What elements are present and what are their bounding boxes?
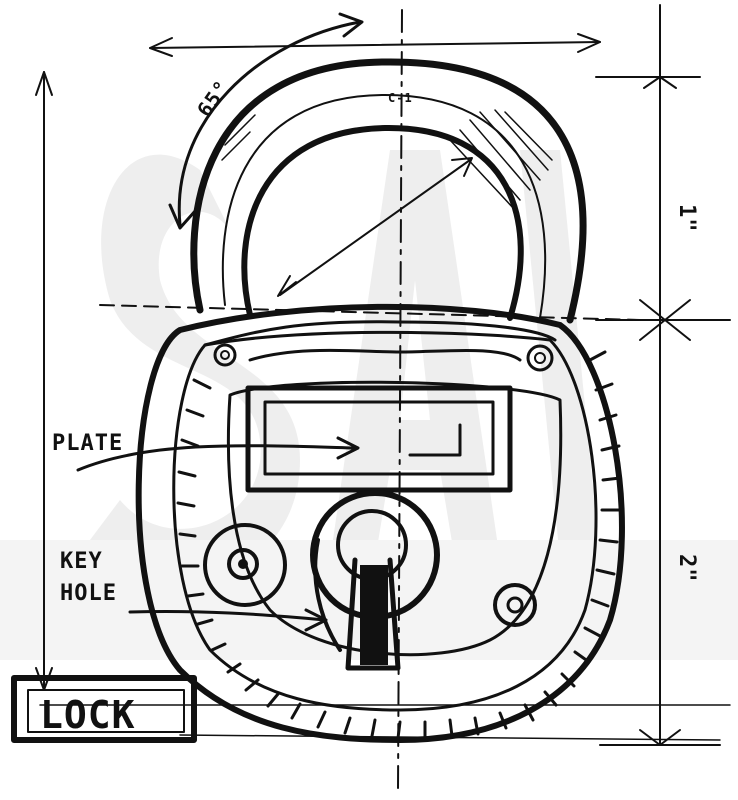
title-label: LOCK xyxy=(40,693,136,737)
angle-label: 65° xyxy=(192,75,234,121)
shackle xyxy=(190,58,587,324)
left-rivet xyxy=(203,523,287,607)
dimension-top-label: 1" xyxy=(674,204,699,233)
shackle-mark: C-1 xyxy=(388,91,413,105)
dimension-bottom-label: 2" xyxy=(674,554,699,583)
callout-arrows xyxy=(76,436,360,632)
plate-label: PLATE xyxy=(52,431,123,456)
angle-arc-arrow xyxy=(168,12,364,230)
right-rivet xyxy=(493,583,537,627)
keyhole-label-line1: KEY xyxy=(60,549,103,574)
keyhole-label-line2: HOLE xyxy=(60,581,117,606)
keyhole xyxy=(310,490,440,671)
name-plate xyxy=(245,385,513,493)
title-box xyxy=(11,675,197,743)
